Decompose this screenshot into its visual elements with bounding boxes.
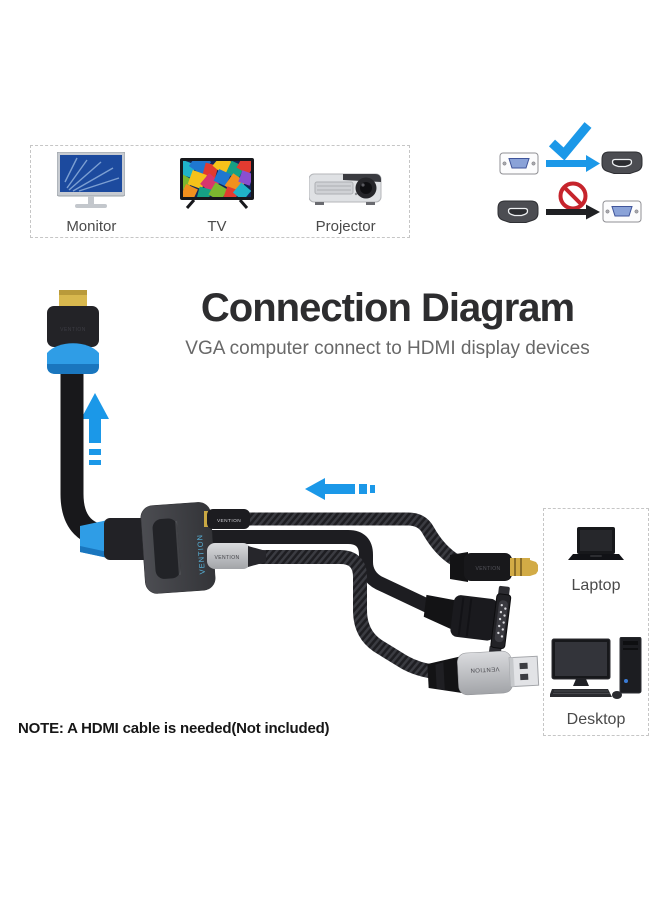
display-devices-box: Monitor bbox=[30, 145, 410, 238]
hdmi-cable: VENTION bbox=[47, 290, 150, 560]
prohibited-icon bbox=[558, 181, 588, 211]
arrow-right-blue-icon bbox=[546, 155, 600, 172]
monitor-label: Monitor bbox=[66, 218, 117, 235]
vga-cable bbox=[206, 530, 433, 614]
title-block: Connection Diagram VGA computer connect … bbox=[115, 286, 660, 360]
laptop-label: Laptop bbox=[571, 577, 621, 594]
note-text: NOTE: A HDMI cable is needed(Not include… bbox=[18, 720, 330, 737]
vga-connector bbox=[423, 585, 512, 657]
arrow-up-icon bbox=[81, 393, 109, 465]
desktop-icon bbox=[550, 637, 642, 699]
usb-cable bbox=[206, 550, 437, 679]
computer-desktop: Desktop bbox=[544, 637, 648, 729]
laptop-icon bbox=[568, 527, 624, 560]
device-projector: Projector bbox=[308, 152, 383, 235]
projector-label: Projector bbox=[315, 218, 376, 235]
vga-port-icon bbox=[499, 152, 539, 175]
arrow-left-icon bbox=[305, 478, 375, 500]
brand-text: VENTION bbox=[60, 327, 86, 333]
tv-label: TV bbox=[207, 218, 227, 235]
brand-text: VENTION bbox=[475, 566, 500, 572]
computers-box: Laptop Desktop bbox=[543, 508, 649, 736]
device-monitor: Monitor bbox=[57, 152, 126, 235]
audio-jack-connector: VENTION bbox=[450, 552, 538, 582]
hdmi-adapter-body: VENTION bbox=[140, 502, 216, 594]
computer-laptop: Laptop bbox=[544, 527, 648, 595]
usb-cable-collar: VENTION bbox=[207, 543, 266, 569]
audio-cable-collar: VENTION bbox=[204, 509, 250, 529]
usb-connector: VENTION bbox=[427, 650, 540, 696]
vga-port-icon bbox=[602, 200, 642, 223]
page-title: Connection Diagram bbox=[200, 286, 575, 330]
hdmi-port-icon bbox=[497, 200, 539, 224]
monitor-icon bbox=[57, 152, 126, 210]
brand-text: VENTION bbox=[214, 555, 239, 561]
hdmi-port-icon bbox=[601, 151, 643, 175]
compatibility-panel bbox=[497, 122, 643, 224]
desktop-label: Desktop bbox=[566, 711, 626, 728]
arrow-right-black-icon bbox=[546, 204, 600, 220]
page-subtitle: VGA computer connect to HDMI display dev… bbox=[185, 338, 590, 359]
projector-icon bbox=[308, 152, 383, 210]
check-icon bbox=[548, 122, 592, 161]
device-tv: TV bbox=[178, 152, 256, 235]
brand-text: VENTION bbox=[217, 518, 241, 524]
tv-icon bbox=[178, 152, 256, 210]
brand-text: VENTION bbox=[195, 534, 207, 575]
brand-text: VENTION bbox=[470, 665, 500, 673]
